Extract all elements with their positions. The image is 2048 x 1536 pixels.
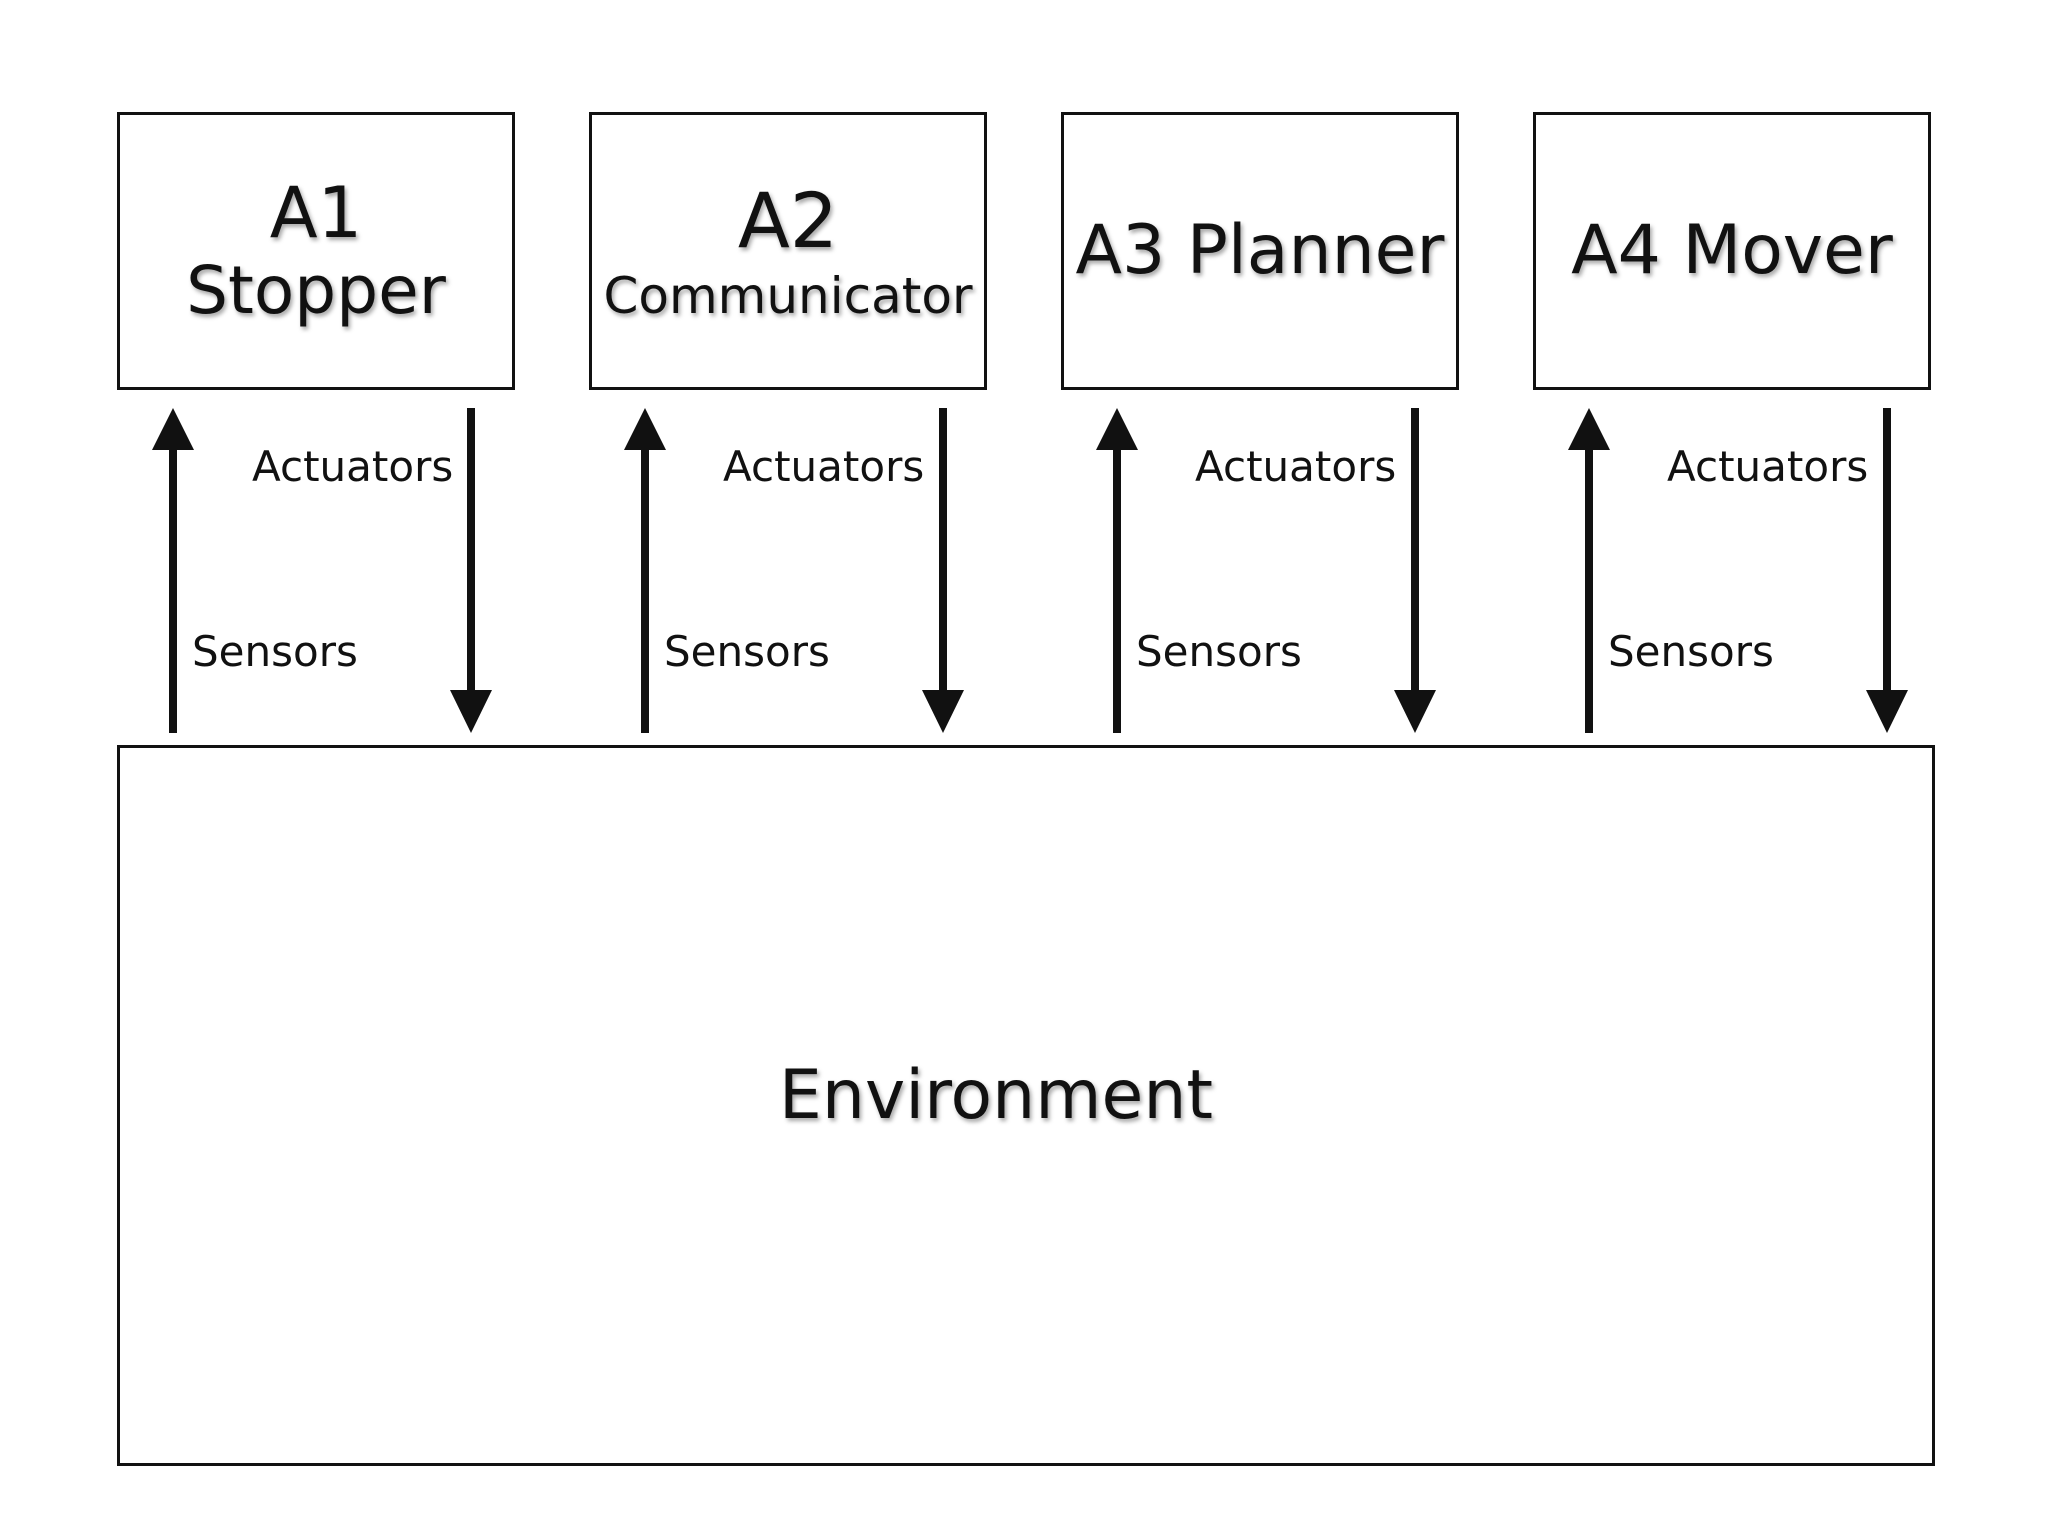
actuator-arrowhead-a1 xyxy=(450,690,492,733)
environment-box: Environment xyxy=(117,745,1935,1466)
sensor-arrowhead-a2 xyxy=(624,408,666,450)
agent-box-a3: A3 Planner xyxy=(1061,112,1459,390)
agent-role-a1: Stopper xyxy=(186,252,446,330)
sensors-label-a3: Sensors xyxy=(1136,627,1302,676)
sensors-label-a1: Sensors xyxy=(192,627,358,676)
sensor-arrowhead-a4 xyxy=(1568,408,1610,450)
agent-id-a2: A2 xyxy=(737,175,839,265)
agent-id-a1: A1 xyxy=(269,171,363,254)
sensor-arrowhead-a1 xyxy=(152,408,194,450)
agent-label-a1: A1 Stopper xyxy=(186,173,446,329)
actuators-label-a1: Actuators xyxy=(252,442,454,491)
agent-box-a1: A1 Stopper xyxy=(117,112,515,390)
agent-label-a3: A3 Planner xyxy=(1075,210,1445,290)
actuators-label-a3: Actuators xyxy=(1195,442,1397,491)
agent-box-a2: A2 Communicator xyxy=(589,112,987,390)
actuator-arrowhead-a4 xyxy=(1866,690,1908,733)
agent-role-a2: Communicator xyxy=(603,266,973,325)
actuator-arrowhead-a2 xyxy=(922,690,964,733)
actuator-arrowhead-a3 xyxy=(1394,690,1436,733)
actuators-label-a4: Actuators xyxy=(1667,442,1869,491)
actuators-label-a2: Actuators xyxy=(723,442,925,491)
agent-label-a2: A2 Communicator xyxy=(603,175,973,326)
agent-title-a4: A4 Mover xyxy=(1571,210,1893,290)
sensor-arrowhead-a3 xyxy=(1096,408,1138,450)
agent-label-a4: A4 Mover xyxy=(1571,210,1893,290)
agent-title-a3: A3 Planner xyxy=(1075,210,1445,290)
environment-label: Environment xyxy=(778,1056,1214,1135)
sensors-label-a2: Sensors xyxy=(664,627,830,676)
sensors-label-a4: Sensors xyxy=(1608,627,1774,676)
agent-box-a4: A4 Mover xyxy=(1533,112,1931,390)
